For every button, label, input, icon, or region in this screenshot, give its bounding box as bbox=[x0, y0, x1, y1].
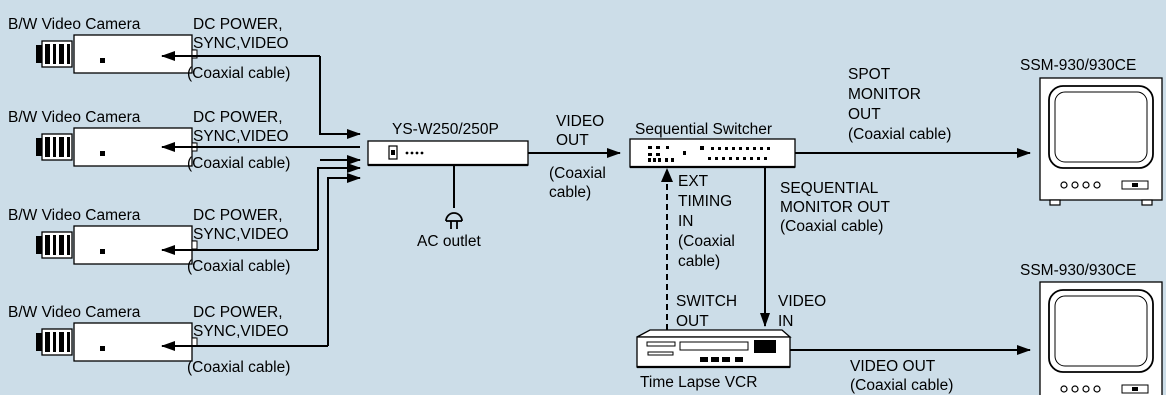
svg-text:DC POWER,: DC POWER, bbox=[193, 16, 283, 33]
sequential-monitor-out-label: SEQUENTIAL MONITOR OUT (Coaxial cable) bbox=[780, 180, 890, 235]
svg-text:MONITOR: MONITOR bbox=[848, 86, 921, 103]
camera-3: B/W Video Camera bbox=[8, 207, 198, 265]
svg-text:IN: IN bbox=[678, 213, 694, 230]
power-unit-label: YS-W250/250P bbox=[392, 121, 499, 138]
svg-text:TIMING: TIMING bbox=[678, 193, 732, 210]
svg-text:SYNC,VIDEO: SYNC,VIDEO bbox=[193, 323, 289, 340]
svg-text:DC POWER,: DC POWER, bbox=[193, 207, 283, 224]
spot-monitor-out-label: SPOT MONITOR OUT (Coaxial cable) bbox=[848, 66, 951, 143]
vcr-video-out-label: VIDEO OUT (Coaxial cable) bbox=[850, 358, 953, 394]
svg-text:SEQUENTIAL: SEQUENTIAL bbox=[780, 180, 879, 197]
monitor-label: SSM-930/930CE bbox=[1020, 262, 1136, 279]
svg-text:SPOT: SPOT bbox=[848, 66, 891, 83]
sequential-switcher: Sequential Switcher bbox=[629, 121, 796, 169]
ac-outlet-label: AC outlet bbox=[417, 233, 481, 250]
svg-text:VIDEO: VIDEO bbox=[556, 113, 604, 130]
svg-text:IN: IN bbox=[778, 313, 794, 330]
camera-1: B/W Video Camera bbox=[8, 16, 198, 74]
svg-text:cable): cable) bbox=[678, 253, 720, 270]
svg-text:OUT: OUT bbox=[556, 132, 589, 149]
camera-4: B/W Video Camera bbox=[8, 304, 198, 362]
camera-cable-label-2: DC POWER, SYNC,VIDEO (Coaxial cable) bbox=[187, 109, 290, 172]
svg-text:(Coaxial cable): (Coaxial cable) bbox=[850, 377, 953, 394]
camera-label: B/W Video Camera bbox=[8, 207, 141, 224]
vcr-label: Time Lapse VCR bbox=[640, 374, 757, 391]
sequential-monitor: SSM-930/930CE bbox=[1020, 262, 1163, 395]
svg-text:DC POWER,: DC POWER, bbox=[193, 304, 283, 321]
camera-cable-label-3: DC POWER, SYNC,VIDEO (Coaxial cable) bbox=[187, 207, 290, 275]
svg-text:SYNC,VIDEO: SYNC,VIDEO bbox=[193, 35, 289, 52]
svg-text:(Coaxial: (Coaxial bbox=[549, 165, 606, 182]
svg-text:VIDEO: VIDEO bbox=[778, 293, 826, 310]
camera-power-wiring bbox=[161, 51, 361, 351]
switch-out-label: SWITCH OUT bbox=[676, 293, 737, 330]
svg-text:SYNC,VIDEO: SYNC,VIDEO bbox=[193, 226, 289, 243]
svg-text:(Coaxial cable): (Coaxial cable) bbox=[187, 65, 290, 82]
power-unit: YS-W250/250P AC outlet bbox=[367, 121, 529, 250]
svg-text:SWITCH: SWITCH bbox=[676, 293, 737, 310]
svg-text:(Coaxial: (Coaxial bbox=[678, 233, 735, 250]
svg-text:(Coaxial cable): (Coaxial cable) bbox=[187, 359, 290, 376]
monitor-label: SSM-930/930CE bbox=[1020, 57, 1136, 74]
svg-text:MONITOR OUT: MONITOR OUT bbox=[780, 199, 890, 216]
svg-text:OUT: OUT bbox=[848, 106, 881, 123]
svg-text:VIDEO OUT: VIDEO OUT bbox=[850, 358, 936, 375]
ext-timing-arrowhead bbox=[661, 168, 673, 182]
svg-text:(Coaxial cable): (Coaxial cable) bbox=[187, 258, 290, 275]
switcher-label: Sequential Switcher bbox=[635, 121, 772, 138]
camera-cable-label-1: DC POWER, SYNC,VIDEO (Coaxial cable) bbox=[187, 16, 290, 82]
svg-text:(Coaxial cable): (Coaxial cable) bbox=[780, 218, 883, 235]
ext-timing-in-label: EXT TIMING IN (Coaxial cable) bbox=[678, 173, 735, 270]
camera-label: B/W Video Camera bbox=[8, 304, 141, 321]
camera-label: B/W Video Camera bbox=[8, 109, 141, 126]
camera-2: B/W Video Camera bbox=[8, 109, 198, 167]
svg-text:(Coaxial cable): (Coaxial cable) bbox=[848, 126, 951, 143]
camera-cable-label-4: DC POWER, SYNC,VIDEO (Coaxial cable) bbox=[187, 304, 290, 376]
video-in-label: VIDEO IN bbox=[778, 293, 826, 330]
svg-text:DC POWER,: DC POWER, bbox=[193, 109, 283, 126]
svg-text:SYNC,VIDEO: SYNC,VIDEO bbox=[193, 128, 289, 145]
video-out-label: VIDEO OUT (Coaxial cable) bbox=[549, 113, 606, 201]
ac-plug-icon bbox=[445, 212, 463, 229]
spot-monitor: SSM-930/930CE bbox=[1020, 57, 1163, 206]
camera-label: B/W Video Camera bbox=[8, 16, 141, 33]
svg-text:OUT: OUT bbox=[676, 313, 709, 330]
time-lapse-vcr: Time Lapse VCR bbox=[636, 329, 792, 391]
svg-text:cable): cable) bbox=[549, 184, 591, 201]
svg-text:EXT: EXT bbox=[678, 173, 709, 190]
svg-text:(Coaxial cable): (Coaxial cable) bbox=[187, 155, 290, 172]
